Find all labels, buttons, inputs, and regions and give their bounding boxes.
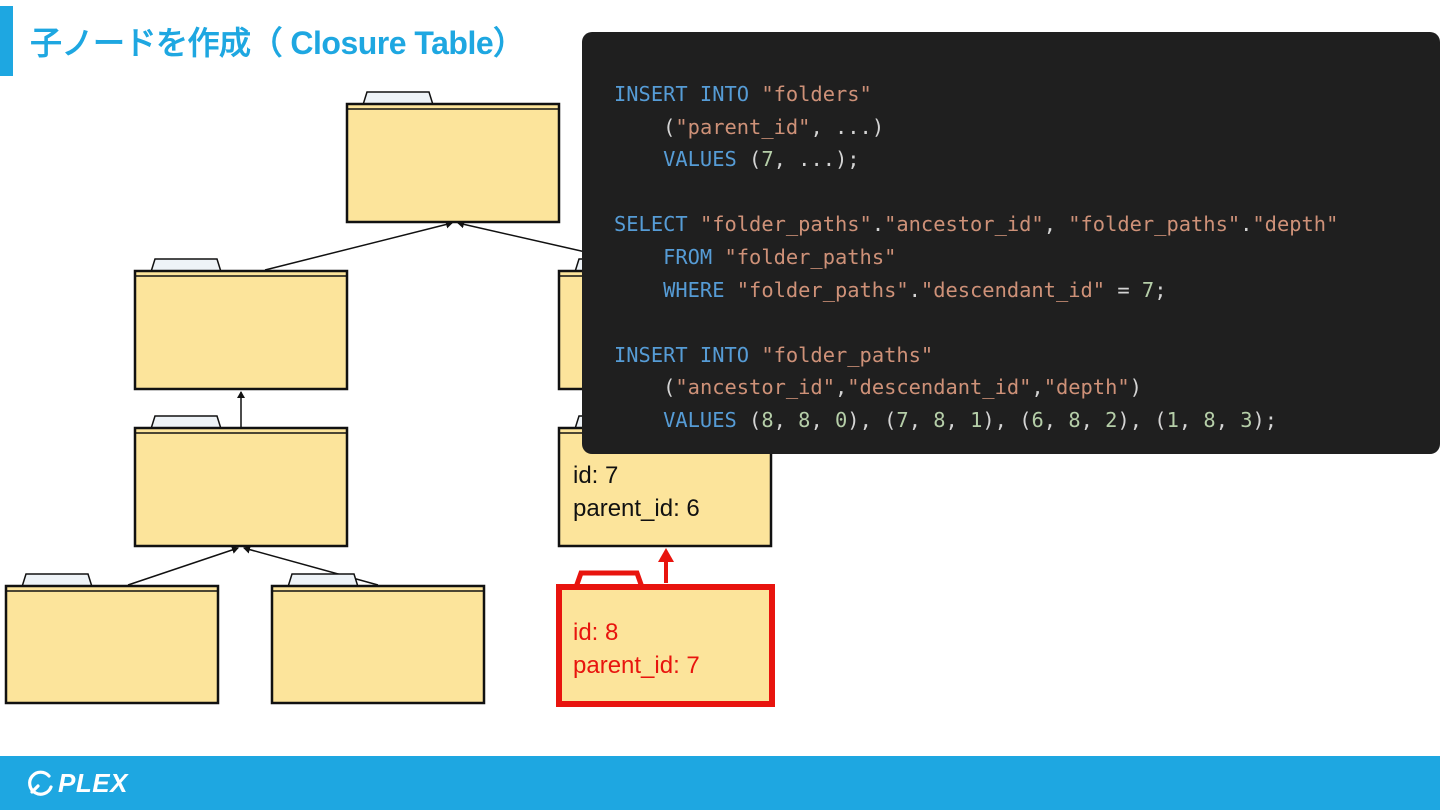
code-token: . <box>908 277 921 302</box>
folder-level3-left <box>4 573 220 705</box>
code-token: ), ( <box>847 407 897 432</box>
code-token: VALUES <box>614 147 750 172</box>
code-token: 7 <box>896 407 909 432</box>
edge-a-root <box>264 220 453 271</box>
edge-d-c <box>127 546 239 586</box>
code-token: "folder_paths" <box>1068 212 1241 237</box>
code-token: ), ( <box>1117 407 1167 432</box>
code-token: INSERT INTO <box>614 82 762 106</box>
code-token: , <box>1080 407 1106 432</box>
code-line: VALUES (8, 8, 0), (7, 8, 1), (6, 8, 2), … <box>614 404 1440 437</box>
code-token: ); <box>1252 407 1278 432</box>
code-token: "folder_paths" <box>699 212 872 237</box>
code-token: , <box>810 407 836 432</box>
code-token: 8 <box>1203 407 1216 432</box>
code-token: "ancestor_id" <box>884 212 1044 237</box>
code-line: ("ancestor_id","descendant_id","depth") <box>614 371 1440 404</box>
code-token: , <box>908 407 934 432</box>
sql-code-body: INSERT INTO "folders" ("parent_id", ...)… <box>614 78 1440 437</box>
code-line: INSERT INTO "folder_paths" <box>614 339 1440 372</box>
code-token: = <box>1105 277 1142 302</box>
code-line: INSERT INTO "folders" <box>614 78 1440 111</box>
code-token: "ancestor_id" <box>675 375 835 400</box>
code-token: "folders" <box>761 82 872 106</box>
code-token: ) <box>1129 375 1142 400</box>
folder-level3-middle <box>270 573 486 705</box>
code-line: ("parent_id", ...) <box>614 111 1440 144</box>
code-token: , <box>1031 375 1044 400</box>
node-8-labels: id: 8 parent_id: 7 <box>573 616 700 682</box>
code-token: "folder_paths" <box>736 277 909 302</box>
code-token: ), ( <box>982 407 1032 432</box>
code-token: 8 <box>798 407 811 432</box>
code-token: WHERE <box>614 277 737 302</box>
code-token: , <box>1043 212 1069 237</box>
code-token: "folder_paths" <box>724 244 897 269</box>
code-token: "parent_id" <box>675 114 811 139</box>
sql-code-panel: INSERT INTO "folders" ("parent_id", ...)… <box>582 32 1440 454</box>
code-token: , <box>834 375 848 400</box>
code-token: 8 <box>933 407 946 432</box>
code-token: , <box>1215 407 1241 432</box>
code-token: FROM <box>614 244 725 269</box>
slide-title: 子ノードを作成（ Closure Table） <box>30 25 525 61</box>
code-token: ( <box>614 114 676 139</box>
logo-text: PLEX <box>58 767 128 798</box>
folder-level2-left <box>133 415 349 548</box>
code-token: , <box>945 407 971 432</box>
code-line <box>614 176 1440 209</box>
code-token: . <box>871 212 885 237</box>
code-line: WHERE "folder_paths"."descendant_id" = 7… <box>614 274 1440 307</box>
circle-logo-icon <box>28 770 53 796</box>
folder-level1-left <box>133 258 349 391</box>
code-token: "depth" <box>1252 212 1339 237</box>
edge-b-root <box>457 220 591 254</box>
code-token: 8 <box>1068 407 1081 432</box>
node-7-labels: id: 7 parent_id: 6 <box>573 459 700 525</box>
node-8-parent-id: parent_id: 7 <box>573 652 700 679</box>
node-7-id: id: 7 <box>573 462 619 489</box>
code-token: 1 <box>970 407 983 432</box>
code-token: 2 <box>1105 407 1118 432</box>
code-token: INSERT INTO <box>614 342 762 367</box>
code-token: "descendant_id" <box>847 375 1032 400</box>
folder-node-8-new <box>556 548 775 707</box>
footer-bar: PLEX <box>0 756 1440 810</box>
code-token: "folder_paths" <box>761 342 934 367</box>
code-token: 7 <box>1141 277 1155 302</box>
code-token: 1 <box>1166 407 1179 432</box>
code-token: 6 <box>1031 407 1044 432</box>
footer-logo: PLEX <box>26 768 128 798</box>
code-token: , ...); <box>773 147 860 172</box>
folder-root <box>345 91 561 224</box>
code-token: ; <box>1154 277 1167 302</box>
node-8-id: id: 8 <box>573 619 619 646</box>
code-token: "depth" <box>1043 375 1130 400</box>
code-token: 0 <box>835 407 848 432</box>
code-line: SELECT "folder_paths"."ancestor_id", "fo… <box>614 208 1440 241</box>
code-line: FROM "folder_paths" <box>614 241 1440 274</box>
code-token: , <box>1043 407 1069 432</box>
code-line <box>614 306 1440 339</box>
code-token: ( <box>749 147 762 172</box>
code-token: ( <box>749 407 762 432</box>
code-token: 7 <box>761 147 774 172</box>
code-token: , ...) <box>810 114 885 139</box>
code-token: 3 <box>1240 407 1253 432</box>
code-token: , <box>773 407 799 432</box>
code-token: , <box>1178 407 1204 432</box>
code-line: VALUES (7, ...); <box>614 143 1440 176</box>
code-token: VALUES <box>614 407 750 432</box>
code-token: ( <box>614 375 676 400</box>
code-token: SELECT <box>614 212 700 237</box>
title-accent-bar <box>0 6 13 76</box>
code-token: 8 <box>761 407 774 432</box>
node-7-parent-id: parent_id: 6 <box>573 495 700 522</box>
code-token: "descendant_id" <box>920 277 1106 302</box>
code-token: . <box>1240 212 1253 237</box>
